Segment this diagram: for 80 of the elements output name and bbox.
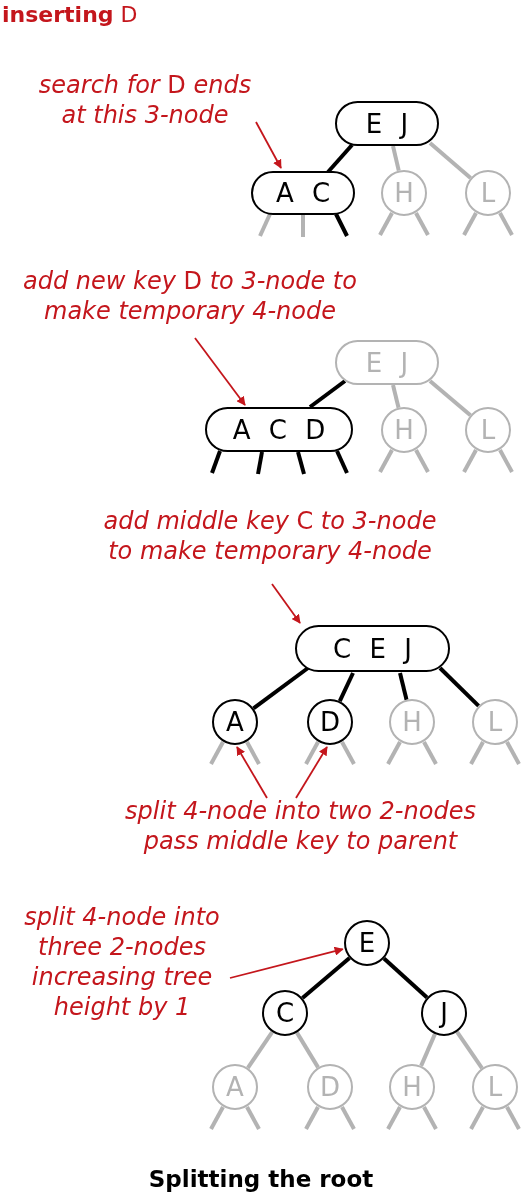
tree-link: [245, 1106, 261, 1130]
tree-link: [335, 450, 349, 474]
tree-link: [505, 1106, 521, 1130]
annotation-text: add new key D to 3-node to make temporary 4-node: [20, 266, 360, 328]
tree-node-pill: E J: [335, 101, 439, 146]
tree-link: [462, 212, 478, 236]
tree-link: [296, 451, 306, 475]
tree-link: [414, 212, 430, 236]
tree-link: [340, 1106, 356, 1130]
tree-link: [469, 741, 485, 765]
arrow: [295, 746, 328, 799]
tree-link: [337, 672, 355, 703]
tree-link: [498, 212, 514, 236]
tree-link: [304, 741, 320, 765]
tree-link: [382, 957, 429, 999]
tree-node-pill: E J: [335, 340, 439, 385]
tree-link: [340, 741, 356, 765]
tree-link: [414, 449, 430, 473]
annotation-text: search for D ends at this 3-node: [25, 70, 265, 132]
arrow: [229, 946, 344, 979]
tree-link: [245, 741, 261, 765]
tree-node-circle: E: [344, 920, 390, 966]
tree-link: [209, 1106, 225, 1130]
tree-link: [301, 956, 351, 1000]
tree-link: [469, 1106, 485, 1130]
tree-node-circle: L: [472, 1064, 518, 1110]
tree-link: [419, 1033, 437, 1067]
tree-node-pill: C E J: [295, 625, 450, 672]
tree-link: [301, 215, 305, 237]
tree-link: [308, 379, 347, 409]
tree-link: [209, 741, 225, 765]
tree-node-circle: A: [212, 1064, 258, 1110]
tree-node-circle: H: [389, 699, 435, 745]
tree-link: [295, 1031, 320, 1069]
tree-link: [398, 672, 409, 701]
tree-link: [428, 141, 472, 180]
tree-link: [505, 741, 521, 765]
tree-link: [210, 450, 222, 474]
tree-link: [304, 1106, 320, 1130]
tree-link: [258, 213, 272, 237]
caption: Splitting the root: [147, 1165, 375, 1194]
tree-link: [391, 384, 401, 409]
tree-link: [378, 212, 394, 236]
tree-link: [438, 666, 480, 708]
tree-link: [422, 741, 438, 765]
tree-node-circle: L: [465, 170, 511, 216]
tree-node-circle: H: [381, 170, 427, 216]
tree-link: [428, 379, 472, 417]
arrow: [236, 746, 268, 799]
tree-node-circle: C: [262, 990, 308, 1036]
arrow: [271, 583, 301, 624]
title: inserting D: [2, 2, 138, 28]
tree-link: [252, 666, 310, 710]
tree-link: [378, 449, 394, 473]
annotation-text: add middle key C to 3-node to make temporary 4-node: [95, 506, 445, 568]
tree-node-circle: D: [307, 1064, 353, 1110]
tree-node-circle: L: [465, 407, 511, 453]
tree-node-pill: A C: [251, 171, 355, 215]
tree-link: [256, 451, 264, 475]
tree-node-circle: D: [307, 699, 353, 745]
tree-node-circle: H: [389, 1064, 435, 1110]
tree-link: [334, 213, 349, 237]
annotation-text: split 4-node into two 2-nodes pass middle key to parent: [103, 796, 498, 858]
arrow: [194, 337, 246, 406]
annotation-text: split 4-node into three 2-nodes increasing tree height by 1: [2, 902, 242, 1026]
arrow: [255, 121, 282, 169]
tree-node-circle: J: [421, 990, 467, 1036]
tree-link: [386, 741, 402, 765]
tree-node-circle: H: [381, 407, 427, 453]
tree-link: [326, 143, 354, 174]
tree-link: [391, 145, 401, 172]
tree-link: [422, 1106, 438, 1130]
tree-link: [386, 1106, 402, 1130]
tree-link: [455, 1030, 484, 1070]
tree-link: [462, 449, 478, 473]
tree-link: [498, 449, 514, 473]
tree-node-pill: A C D: [205, 407, 353, 452]
tree-node-circle: A: [212, 699, 258, 745]
tree-link: [246, 1030, 274, 1070]
tree-node-circle: L: [472, 699, 518, 745]
